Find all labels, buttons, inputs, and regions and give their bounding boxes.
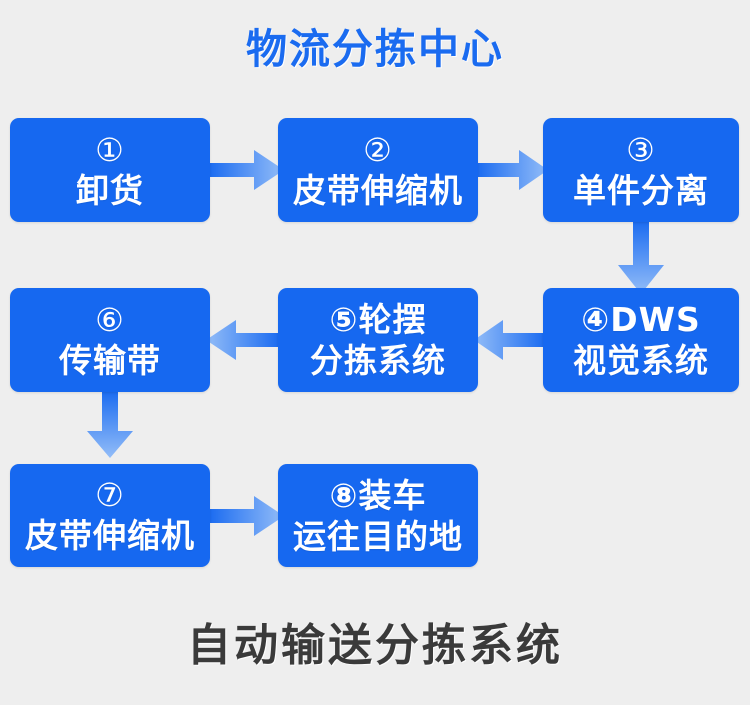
flow-node-3-line-2: 单件分离 bbox=[573, 170, 709, 210]
flow-node-4-line-2: 视觉系统 bbox=[573, 341, 709, 380]
flow-node-6[interactable]: ⑥ 传输带 bbox=[10, 288, 210, 392]
flow-node-8-line-1: ⑧装车 bbox=[329, 475, 427, 515]
arrow-node1-to-node2 bbox=[206, 150, 284, 190]
flow-node-5[interactable]: ⑤轮摆 分拣系统 bbox=[278, 288, 478, 392]
flow-node-2-line-1: ② bbox=[363, 130, 393, 169]
flow-node-4[interactable]: ④DWS 视觉系统 bbox=[543, 288, 739, 392]
flow-node-7[interactable]: ⑦ 皮带伸缩机 bbox=[10, 464, 210, 567]
flow-node-1-line-2: 卸货 bbox=[76, 170, 144, 210]
flow-node-1-line-1: ① bbox=[95, 130, 125, 169]
flow-node-1[interactable]: ① 卸货 bbox=[10, 118, 210, 222]
arrow-node5-to-node6 bbox=[206, 320, 282, 360]
flow-node-2[interactable]: ② 皮带伸缩机 bbox=[278, 118, 478, 222]
flow-node-6-line-1: ⑥ bbox=[95, 300, 125, 339]
flow-node-2-line-2: 皮带伸缩机 bbox=[293, 170, 463, 210]
flow-node-5-line-2: 分拣系统 bbox=[310, 341, 446, 380]
flow-node-7-line-1: ⑦ bbox=[95, 476, 125, 514]
arrow-node4-to-node5 bbox=[474, 320, 548, 360]
arrow-node2-to-node3 bbox=[474, 150, 548, 190]
page-title: 物流分拣中心 bbox=[246, 25, 504, 73]
flow-node-6-line-2: 传输带 bbox=[59, 340, 161, 380]
flow-node-3-line-1: ③ bbox=[626, 130, 656, 169]
flow-node-3[interactable]: ③ 单件分离 bbox=[543, 118, 739, 222]
footer-caption: 自动输送分拣系统 bbox=[187, 620, 563, 671]
flow-node-5-line-1: ⑤轮摆 bbox=[329, 300, 427, 339]
flow-node-4-line-1: ④DWS bbox=[581, 300, 701, 339]
flow-node-8-line-2: 运往目的地 bbox=[293, 516, 463, 556]
arrow-node6-to-node7 bbox=[87, 388, 133, 458]
flow-node-8[interactable]: ⑧装车 运往目的地 bbox=[278, 464, 478, 567]
arrow-node3-to-node4 bbox=[618, 218, 664, 294]
arrow-node7-to-node8 bbox=[206, 496, 284, 536]
flow-node-7-line-2: 皮带伸缩机 bbox=[25, 516, 195, 555]
